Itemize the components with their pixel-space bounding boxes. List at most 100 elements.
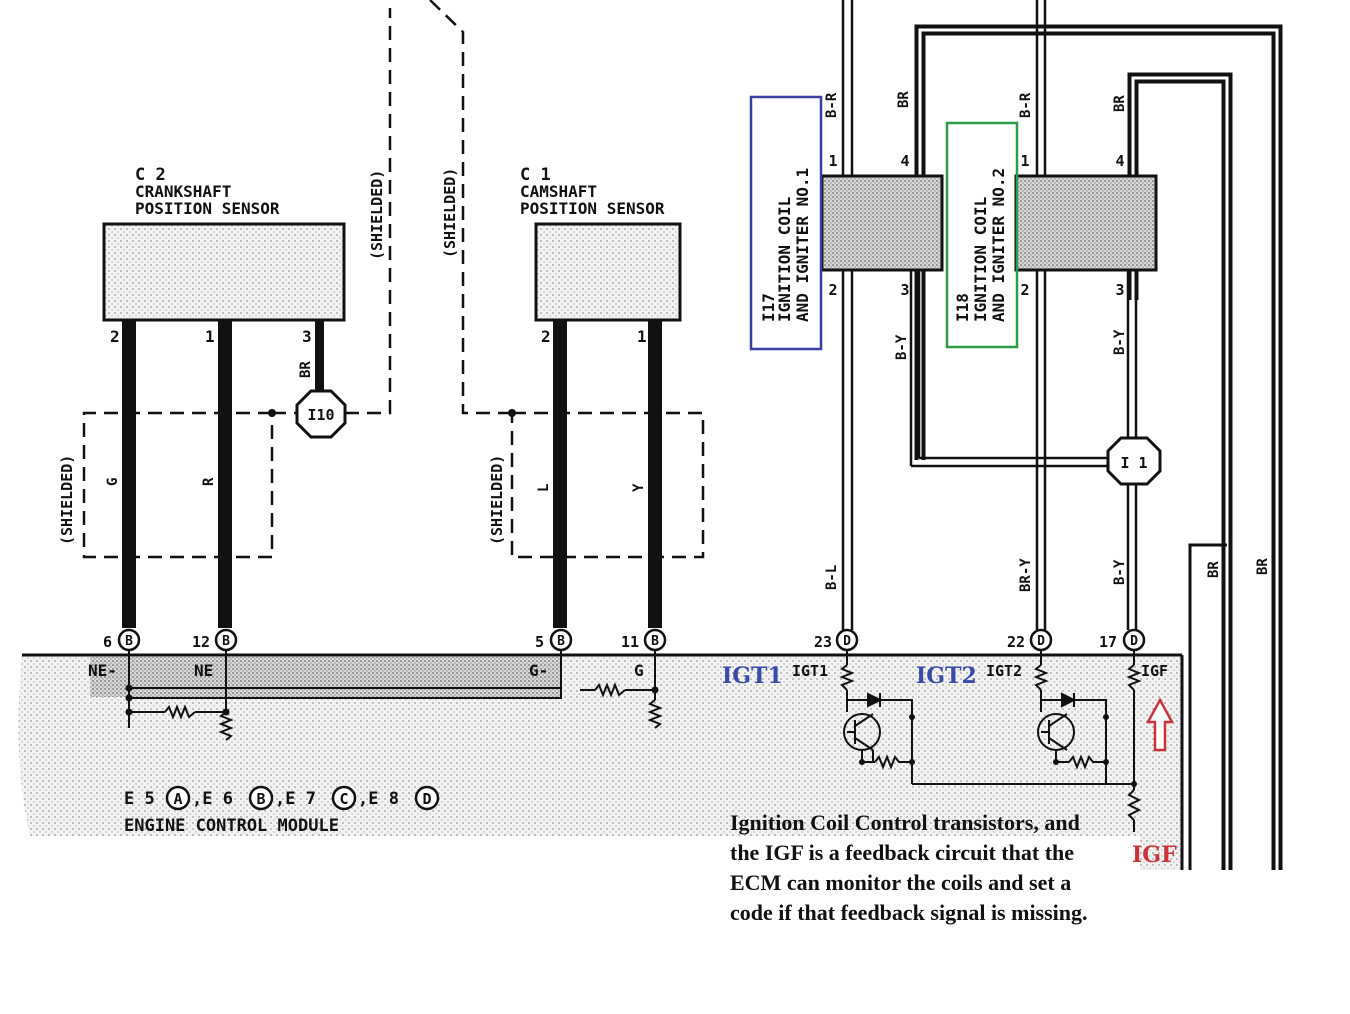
svg-text:,E 7: ,E 7 <box>275 789 316 809</box>
junction-i1: I 1 <box>1106 436 1162 486</box>
svg-text:B-R: B-R <box>1018 92 1034 118</box>
svg-text:,E 6: ,E 6 <box>192 789 233 809</box>
signal-igf: IGF <box>1141 662 1168 680</box>
wire-br-shield <box>315 320 324 392</box>
terminal-17d: 17 D <box>1099 628 1146 652</box>
svg-text:I10: I10 <box>307 406 334 424</box>
crank-shield-label: (SHIELDED) <box>58 455 76 545</box>
annotation-igt1: IGT1 <box>722 663 783 689</box>
svg-text:I 1: I 1 <box>1120 454 1147 472</box>
svg-text:B-Y: B-Y <box>1112 329 1128 355</box>
terminal-11b: 11 B <box>621 628 667 652</box>
crank-id: C 2 <box>135 165 166 185</box>
wire-label-br: BR <box>298 361 314 378</box>
svg-text:2: 2 <box>828 281 837 299</box>
svg-text:B-Y: B-Y <box>1112 559 1128 585</box>
ignition-coil-2: I18 IGNITION COIL AND IGNITER NO.2 1 4 2… <box>945 92 1158 592</box>
coil2-frame <box>945 121 1019 349</box>
crank-pin-2: 2 <box>110 327 120 346</box>
terminal-5b: 5 B <box>535 628 573 652</box>
igt2-driver <box>1037 690 1135 790</box>
signal-g-minus: G- <box>529 661 548 680</box>
svg-text:1: 1 <box>828 152 837 170</box>
wire-r <box>218 320 232 628</box>
wire-l <box>553 320 567 628</box>
ecm-name: ENGINE CONTROL MODULE <box>124 816 339 836</box>
explanation-note: Ignition Coil Control transistors, and t… <box>730 810 1088 925</box>
svg-text:B: B <box>651 634 659 649</box>
ecm-terminals: 6 B 12 B 5 B 11 B 23 D 22 D <box>103 628 1146 652</box>
svg-text:3: 3 <box>1115 281 1124 299</box>
svg-text:6: 6 <box>103 633 112 651</box>
camshaft-sensor: C 1 CAMSHAFT POSITION SENSOR 2 1 <box>520 165 682 346</box>
terminal-12b: 12 B <box>192 628 238 652</box>
svg-text:23: 23 <box>814 633 832 651</box>
crank-label-2: POSITION SENSOR <box>135 199 280 218</box>
crankshaft-sensor: C 2 CRANKSHAFT POSITION SENSOR 2 1 3 <box>102 165 346 346</box>
annotation-igf: IGF <box>1132 842 1177 868</box>
wire-label-br-right-2: BR <box>1255 558 1271 575</box>
wire-label-g: G <box>105 478 121 486</box>
svg-text:,E 8: ,E 8 <box>358 789 399 809</box>
cam-shield-label: (SHIELDED) <box>488 455 506 545</box>
svg-text:B: B <box>557 634 565 649</box>
wire-label-y: Y <box>631 483 647 492</box>
wire-y <box>648 320 662 628</box>
ecm-connector-list: E 5 A ,E 6 B ,E 7 C ,E 8 D <box>124 785 440 811</box>
svg-text:BR: BR <box>896 91 912 108</box>
svg-text:D: D <box>422 790 431 808</box>
svg-text:BR: BR <box>1112 95 1128 112</box>
svg-text:B-R: B-R <box>824 92 840 118</box>
signal-ne: NE <box>194 661 213 680</box>
igt1-driver <box>843 690 1134 785</box>
signal-igt2: IGT2 <box>986 662 1022 680</box>
svg-text:IGNITION COIL: IGNITION COIL <box>775 197 794 322</box>
wire-label-r: R <box>201 477 217 486</box>
junction-i10: I10 <box>295 389 347 439</box>
crank-pin-1: 1 <box>205 327 215 346</box>
svg-text:17: 17 <box>1099 633 1117 651</box>
coil1-frame <box>749 95 823 351</box>
crank-pin-3: 3 <box>302 327 312 346</box>
crank-label-1: CRANKSHAFT <box>135 182 231 201</box>
svg-text:A: A <box>173 790 182 808</box>
svg-text:I18: I18 <box>953 293 972 322</box>
svg-text:1: 1 <box>1020 152 1029 170</box>
signal-ne-minus: NE- <box>88 661 117 680</box>
svg-text:D: D <box>843 634 851 649</box>
svg-text:5: 5 <box>535 633 544 651</box>
shield-label-1: (SHIELDED) <box>368 170 386 260</box>
svg-text:22: 22 <box>1007 633 1025 651</box>
svg-text:B: B <box>256 790 265 808</box>
svg-text:B-Y: B-Y <box>894 334 910 360</box>
terminal-22d: 22 D <box>1007 628 1053 652</box>
svg-text:B-L: B-L <box>824 565 840 590</box>
svg-text:D: D <box>1037 634 1045 649</box>
igf-arrow-icon <box>1145 697 1175 752</box>
svg-text:BR-Y: BR-Y <box>1018 558 1034 592</box>
signal-g: G <box>634 661 644 680</box>
wire-g <box>122 320 136 628</box>
svg-text:D: D <box>1130 634 1138 649</box>
svg-text:3: 3 <box>900 281 909 299</box>
svg-text:12: 12 <box>192 633 210 651</box>
ecm-darker-region <box>90 657 560 697</box>
cam-pin-2: 2 <box>541 327 551 346</box>
svg-text:I17: I17 <box>759 293 778 322</box>
svg-text:IGNITION COIL: IGNITION COIL <box>971 197 990 322</box>
ignition-coil-1: I17 IGNITION COIL AND IGNITER NO.1 1 4 2… <box>749 91 944 590</box>
terminal-23d: 23 D <box>814 628 859 652</box>
terminal-6b: 6 B <box>103 628 141 652</box>
svg-text:B: B <box>125 634 133 649</box>
cam-pin-1: 1 <box>637 327 647 346</box>
svg-text:4: 4 <box>900 152 909 170</box>
cam-id: C 1 <box>520 165 551 185</box>
signal-igt1: IGT1 <box>792 662 828 680</box>
svg-text:E 5: E 5 <box>124 789 155 809</box>
svg-text:AND IGNITER NO.1: AND IGNITER NO.1 <box>793 168 812 322</box>
cam-label-1: CAMSHAFT <box>520 182 597 201</box>
ecm-body <box>18 655 1182 870</box>
annotation-igt2: IGT2 <box>916 663 977 689</box>
svg-text:11: 11 <box>621 633 639 651</box>
shield-label-2: (SHIELDED) <box>441 168 459 258</box>
